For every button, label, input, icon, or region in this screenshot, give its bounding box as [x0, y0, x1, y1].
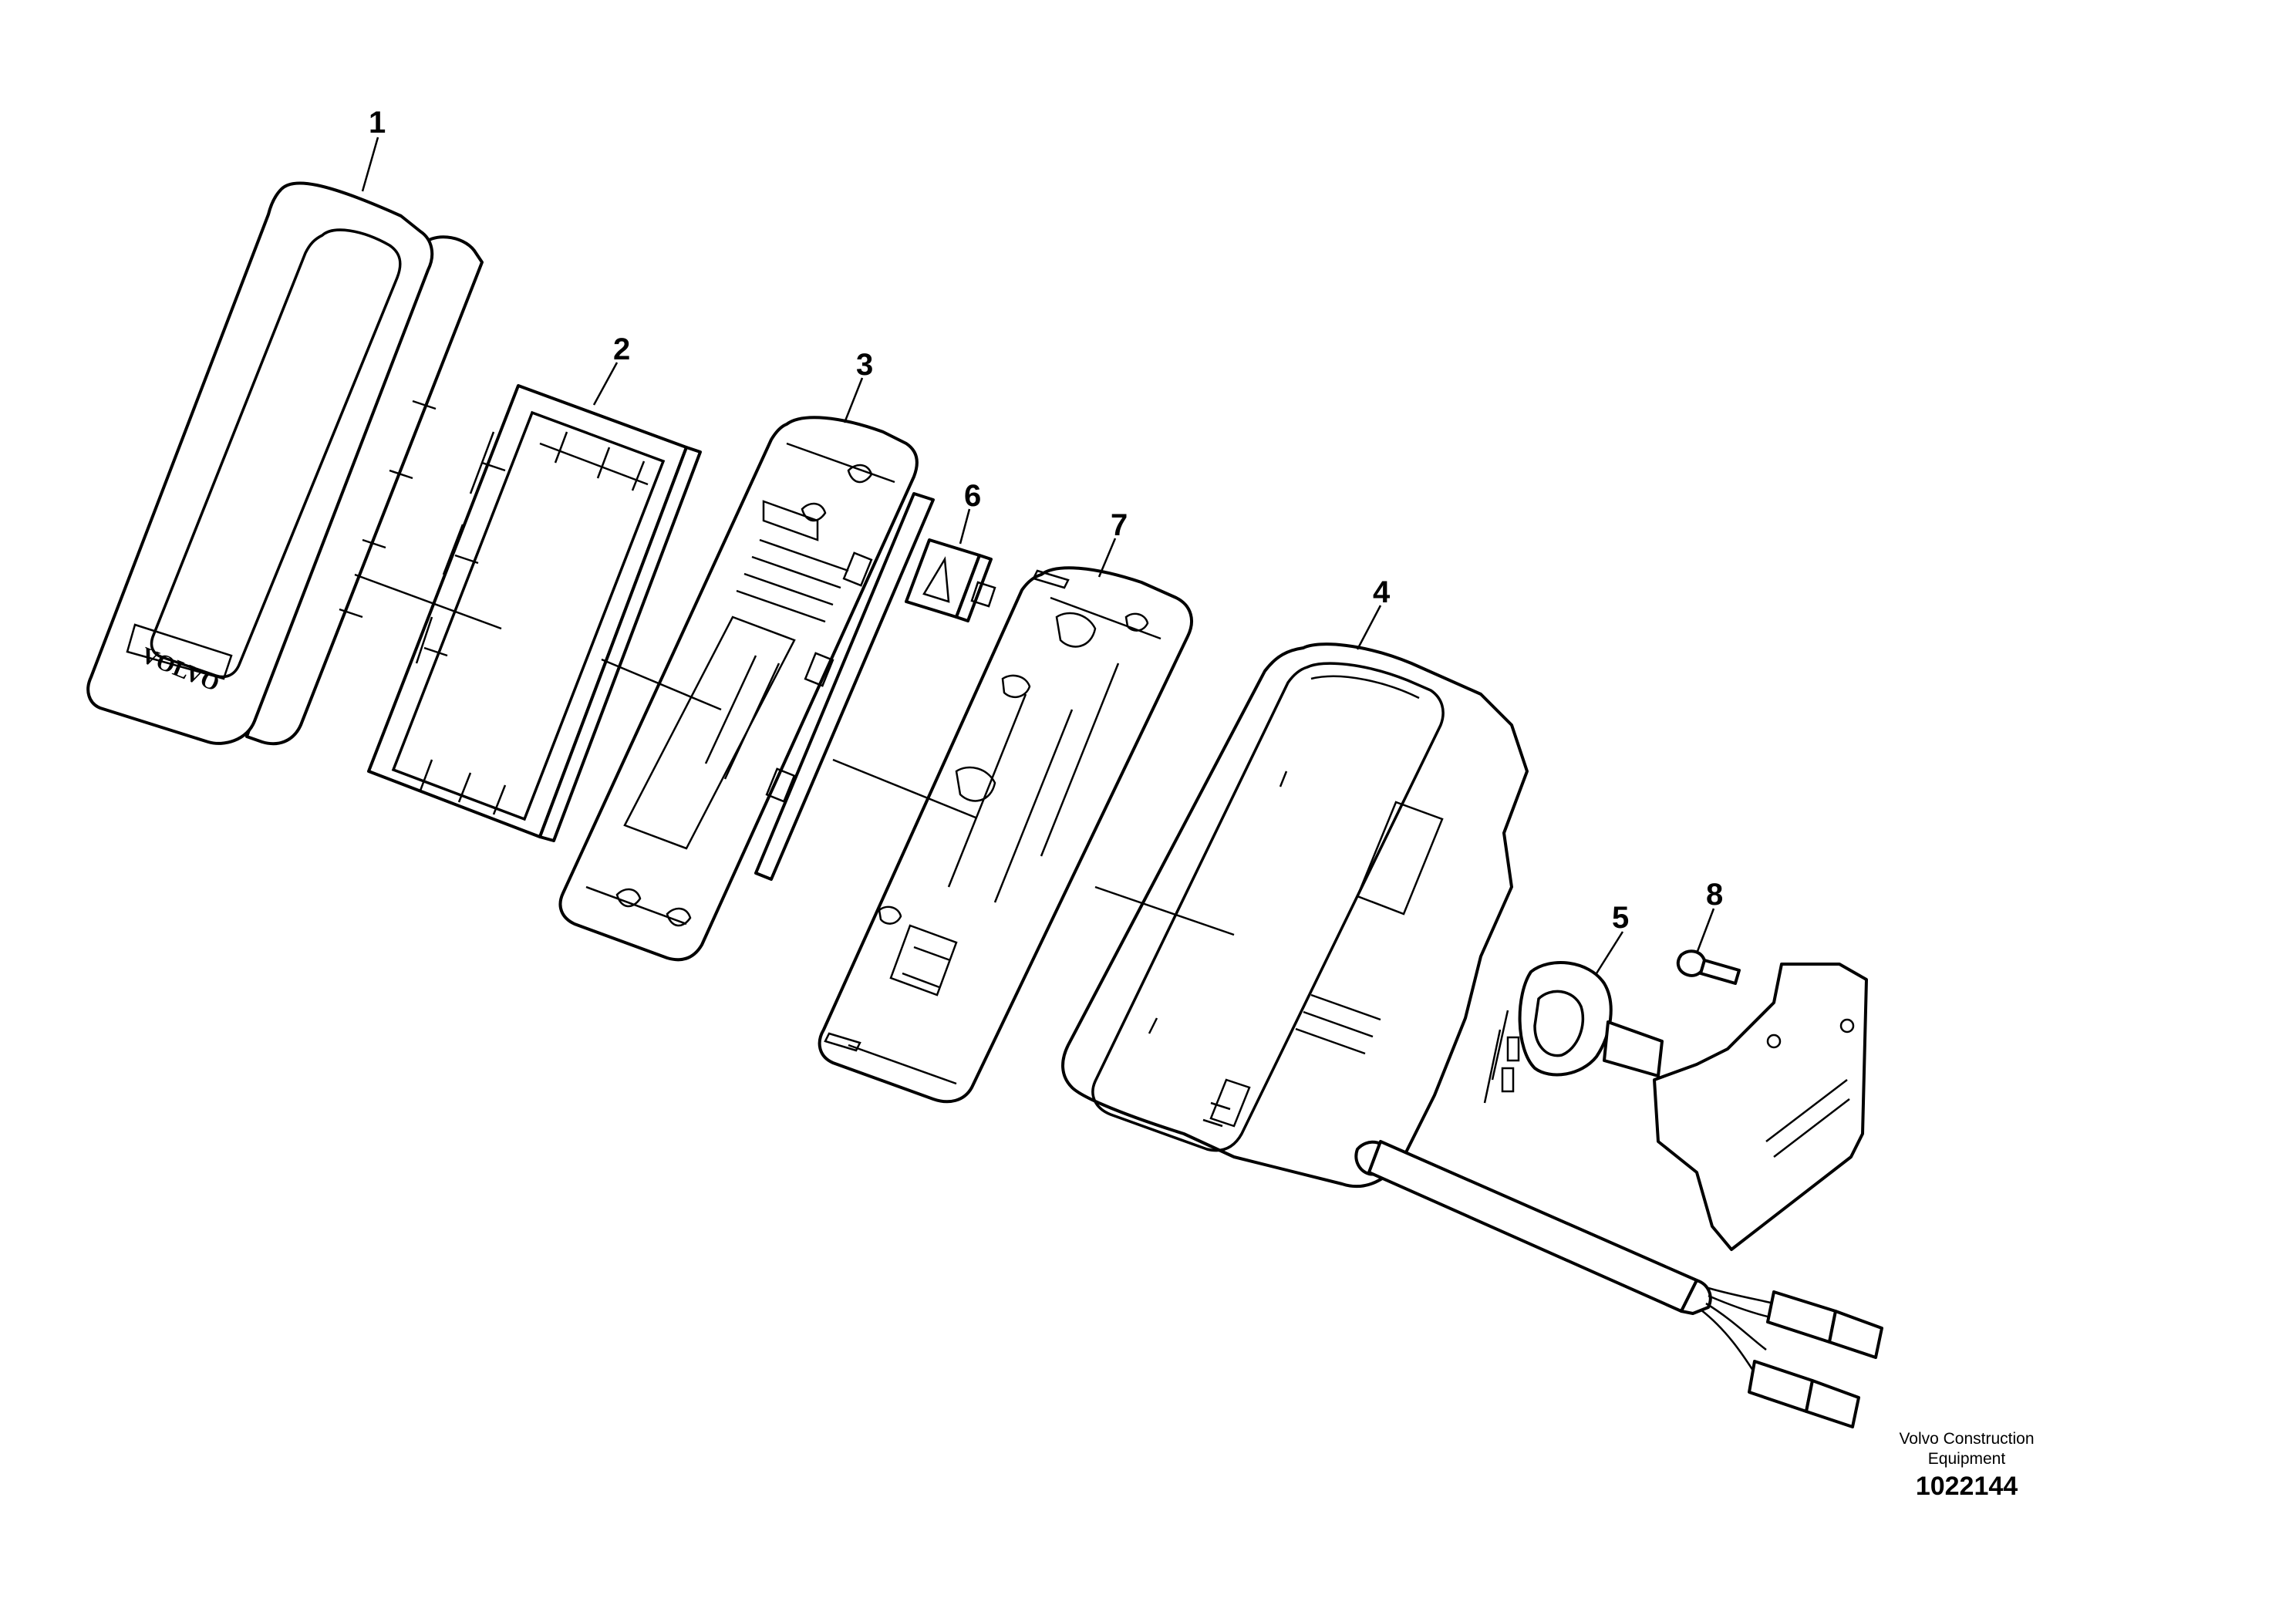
part-8-screw: [1676, 949, 1741, 985]
cable-harness: [1367, 1140, 1883, 1428]
manufacturer-line-2: Equipment: [1927, 1450, 2006, 1468]
part-4-housing: [1061, 642, 1529, 1189]
callout-7: 7: [1111, 508, 1128, 542]
part-1-bezel: VOLVO: [86, 181, 484, 746]
callout-5: 5: [1612, 901, 1629, 935]
part-7-frame: [818, 566, 1193, 1104]
callouts: 1 2 3 6 7 4 5 8: [369, 106, 1723, 935]
manufacturer-label: Volvo Construction Equipment: [1851, 1429, 2082, 1469]
leader-lines: [354, 137, 1715, 974]
manufacturer-line-1: Volvo Construction: [1899, 1430, 2035, 1448]
drawing-number: 1022144: [1915, 1472, 2018, 1501]
callout-2: 2: [613, 332, 630, 366]
callout-1: 1: [369, 106, 386, 140]
part-5-knob: [1483, 961, 1664, 1104]
part-2-display: [367, 384, 702, 842]
callout-4: 4: [1373, 575, 1391, 609]
part-6-clip: [905, 538, 996, 622]
callout-6: 6: [964, 479, 981, 513]
part-3-board: [558, 416, 935, 962]
mounting-bracket: [1653, 963, 1868, 1251]
callout-3: 3: [856, 348, 873, 382]
callout-8: 8: [1706, 878, 1723, 912]
